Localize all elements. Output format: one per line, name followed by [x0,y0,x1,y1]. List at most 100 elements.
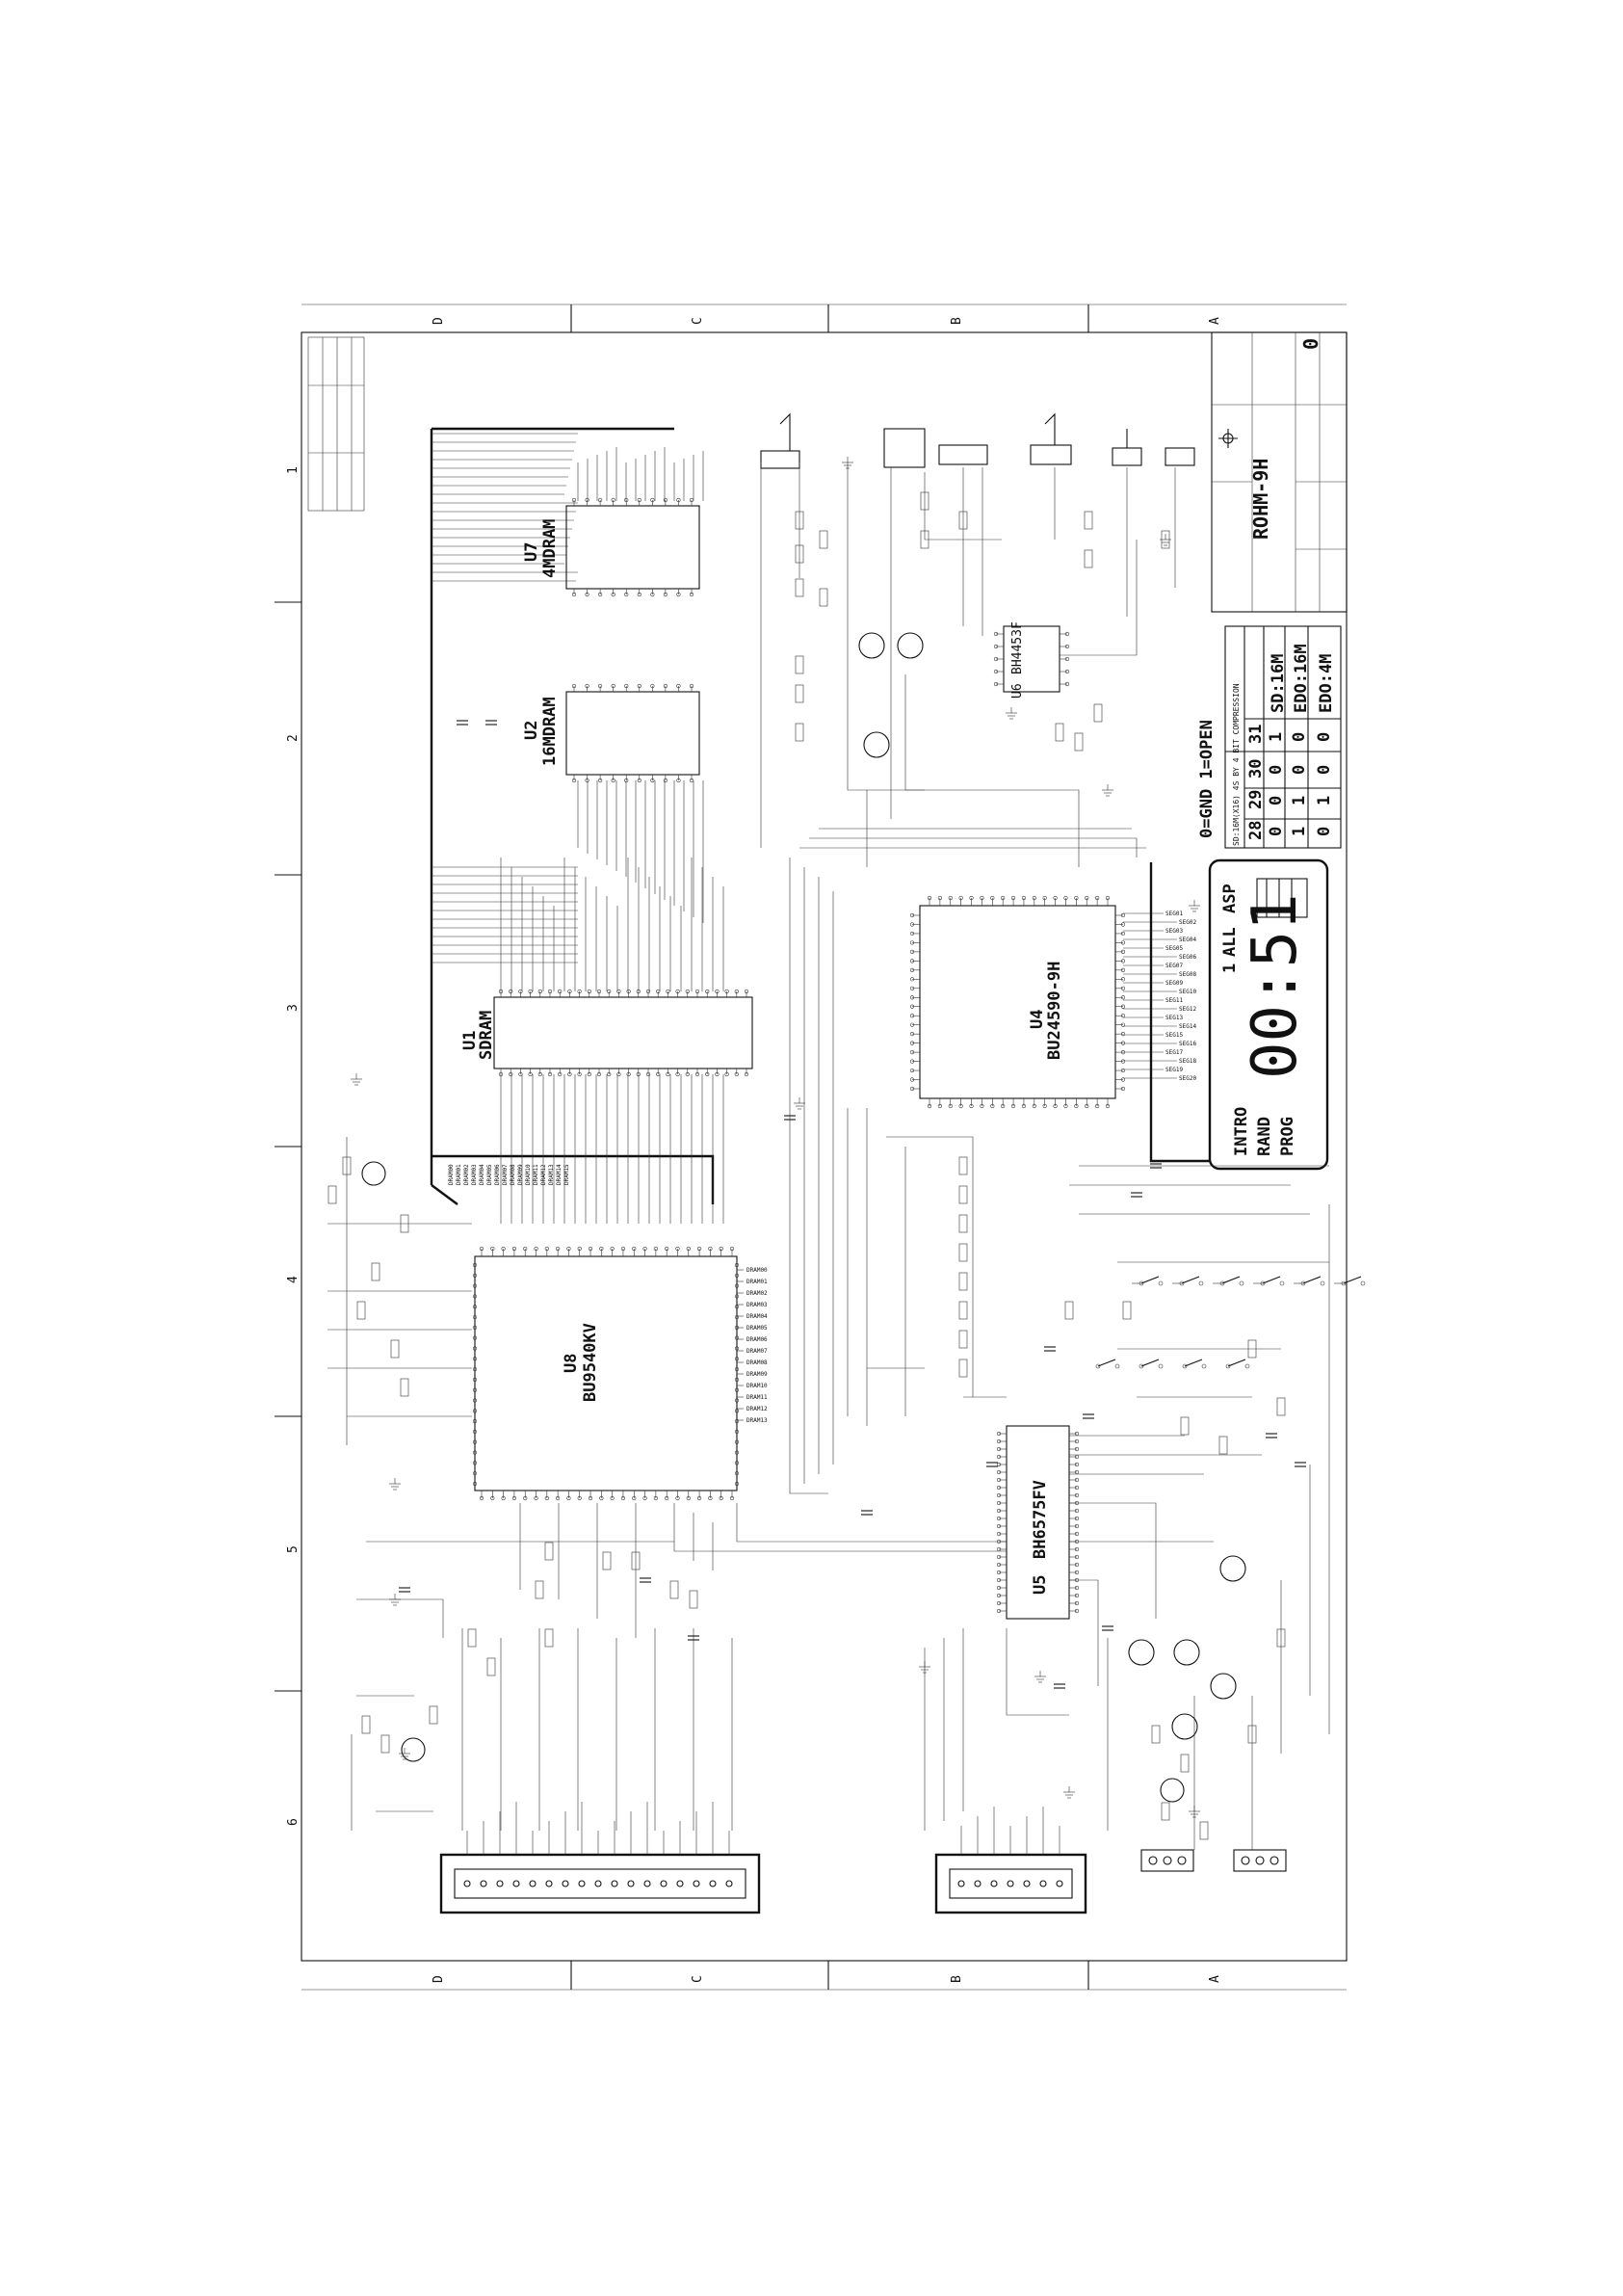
bus-label: DRAM00 [448,1164,455,1185]
chip-u2: U2 16MDRAM [522,683,700,783]
button-switches [1095,1204,1366,1734]
segment-label: SEG20 [1179,1075,1196,1082]
bus-label: DRAM03 [746,1302,768,1308]
segment-label: SEG06 [1179,954,1196,961]
chip-u5: U5 BH6575FV [996,1425,1080,1620]
wiring [327,462,1329,1850]
chip-u7: U7 4MDRAM [522,497,700,597]
title-block: ROHM-9H 0 [1211,331,1348,613]
display-label: ALL [1220,927,1240,957]
row-letters-top: D C B A [432,317,1222,325]
column-numbers: 1 2 3 4 5 6 [286,466,301,1826]
chip-u1: U1 SDRAM [460,989,753,1077]
bus-label: DRAM11 [746,1394,768,1401]
chip-u6: U6 BH4453F [993,621,1070,699]
display-digits: 00:51 [1240,893,1311,1079]
company-logo-icon [1218,429,1238,448]
connector-left [439,1802,761,1914]
chip-u4: U4 BU24590-9H [909,895,1126,1109]
column-number: 5 [286,1545,301,1553]
bus-label: DRAM13 [548,1164,555,1185]
bus-label: DRAM07 [746,1348,768,1355]
column-number: 4 [286,1276,301,1283]
row-letter: B [950,1975,964,1983]
chip-ref: U5 [1031,1575,1050,1595]
jumper-note: SD:16M(X16) 4S BY 4 BIT COMPRESSION [1232,683,1241,846]
segment-label: SEG19 [1165,1067,1183,1073]
display-label: ASP [1220,884,1240,913]
bus-label: DRAM10 [525,1164,532,1185]
segment-label: SEG03 [1165,928,1183,935]
segment-label: SEG16 [1179,1041,1196,1047]
row-letter: B [950,317,964,325]
segment-label: SEG01 [1165,910,1183,917]
jumper-header: 31 [1246,725,1266,744]
row-letter: D [432,317,446,325]
jumper-row-2: 1 1 0 0 EDO:16M [1290,644,1311,836]
bus-label: DRAM07 [502,1164,509,1185]
chip-name: BH6575FV [1031,1480,1050,1559]
row-letters-bottom: D C B A [432,1975,1222,1983]
row-letter: C [691,317,705,325]
display-bus [1149,862,1210,1163]
jumper-mem: EDO:4M [1317,654,1336,713]
bus-label: DRAM01 [456,1164,462,1185]
jumper-bit: 0 [1267,827,1286,836]
chip-ref: U7 [522,542,541,562]
jumper-bit: 0 [1315,827,1334,836]
jumper-bit: 0 [1290,765,1309,775]
chip-ref: U1 [460,1031,480,1050]
chip-name: 4MDRAM [540,519,560,578]
jumper-header: 30 [1246,759,1266,779]
column-number: 2 [286,734,301,742]
passive-components [327,457,1306,1840]
segment-label: SEG09 [1165,980,1183,987]
display-label: PROG [1278,1117,1297,1156]
jumper-bit: 1 [1290,796,1309,805]
chip-ref: U2 [522,721,541,740]
chip-name: SDRAM [477,1011,496,1060]
chip-ref: U4 [1028,1010,1047,1029]
segment-label: SEG02 [1179,919,1196,926]
u8-dram-labels: DRAM00DRAM01DRAM02DRAM03DRAM04DRAM05DRAM… [737,1267,768,1424]
chip-name: BH4453F [1010,621,1025,674]
jumper-table: 0=GND 1=OPEN SD:16M(X16) 4S BY 4 BIT COM… [1197,625,1342,849]
segment-label: SEG10 [1179,989,1196,995]
bus-label: DRAM04 [479,1164,485,1185]
segment-label: SEG12 [1179,1006,1196,1013]
bus-label: DRAM09 [746,1371,768,1378]
row-letter: A [1208,317,1222,325]
jumper-bit: 0 [1315,765,1334,775]
jumper-bit: 0 [1267,765,1286,775]
segment-label: SEG05 [1165,945,1183,952]
bus-label: DRAM06 [746,1336,768,1343]
display-label: RAND [1255,1117,1274,1156]
bus-label: DRAM02 [463,1164,470,1185]
jumper-legend: 0=GND 1=OPEN [1197,720,1217,838]
bus-label: DRAM13 [746,1417,768,1424]
bus-label: DRAM04 [746,1313,768,1320]
bus-label: DRAM05 [746,1325,768,1332]
column-number: 6 [286,1818,301,1826]
bus-lines [432,433,724,1224]
chip-u8: U8 BU9540KV [472,1246,740,1501]
bus-label: DRAM11 [533,1164,539,1185]
bus-label: DRAM09 [517,1164,524,1185]
bus-label: DRAM08 [746,1359,768,1366]
jumper-row-1: 0 0 0 1 SD:16M [1267,654,1288,836]
chip-name: BU9540KV [581,1323,600,1402]
chip-ref: U6 [1010,683,1025,699]
jumper-bit: 0 [1267,796,1286,805]
segment-label: SEG18 [1179,1058,1196,1065]
jumper-bit: 0 [1315,732,1334,742]
jumper-bit: 1 [1315,796,1334,805]
bus-label: DRAM10 [746,1383,768,1389]
row-letter: D [432,1975,446,1983]
segment-label: SEG13 [1165,1015,1183,1021]
bus-label: DRAM12 [540,1164,547,1185]
bus-label: DRAM15 [563,1164,570,1185]
drawing-frame [275,303,1348,1991]
jumper-header: 28 [1246,821,1266,840]
bus-label: DRAM12 [746,1406,768,1412]
